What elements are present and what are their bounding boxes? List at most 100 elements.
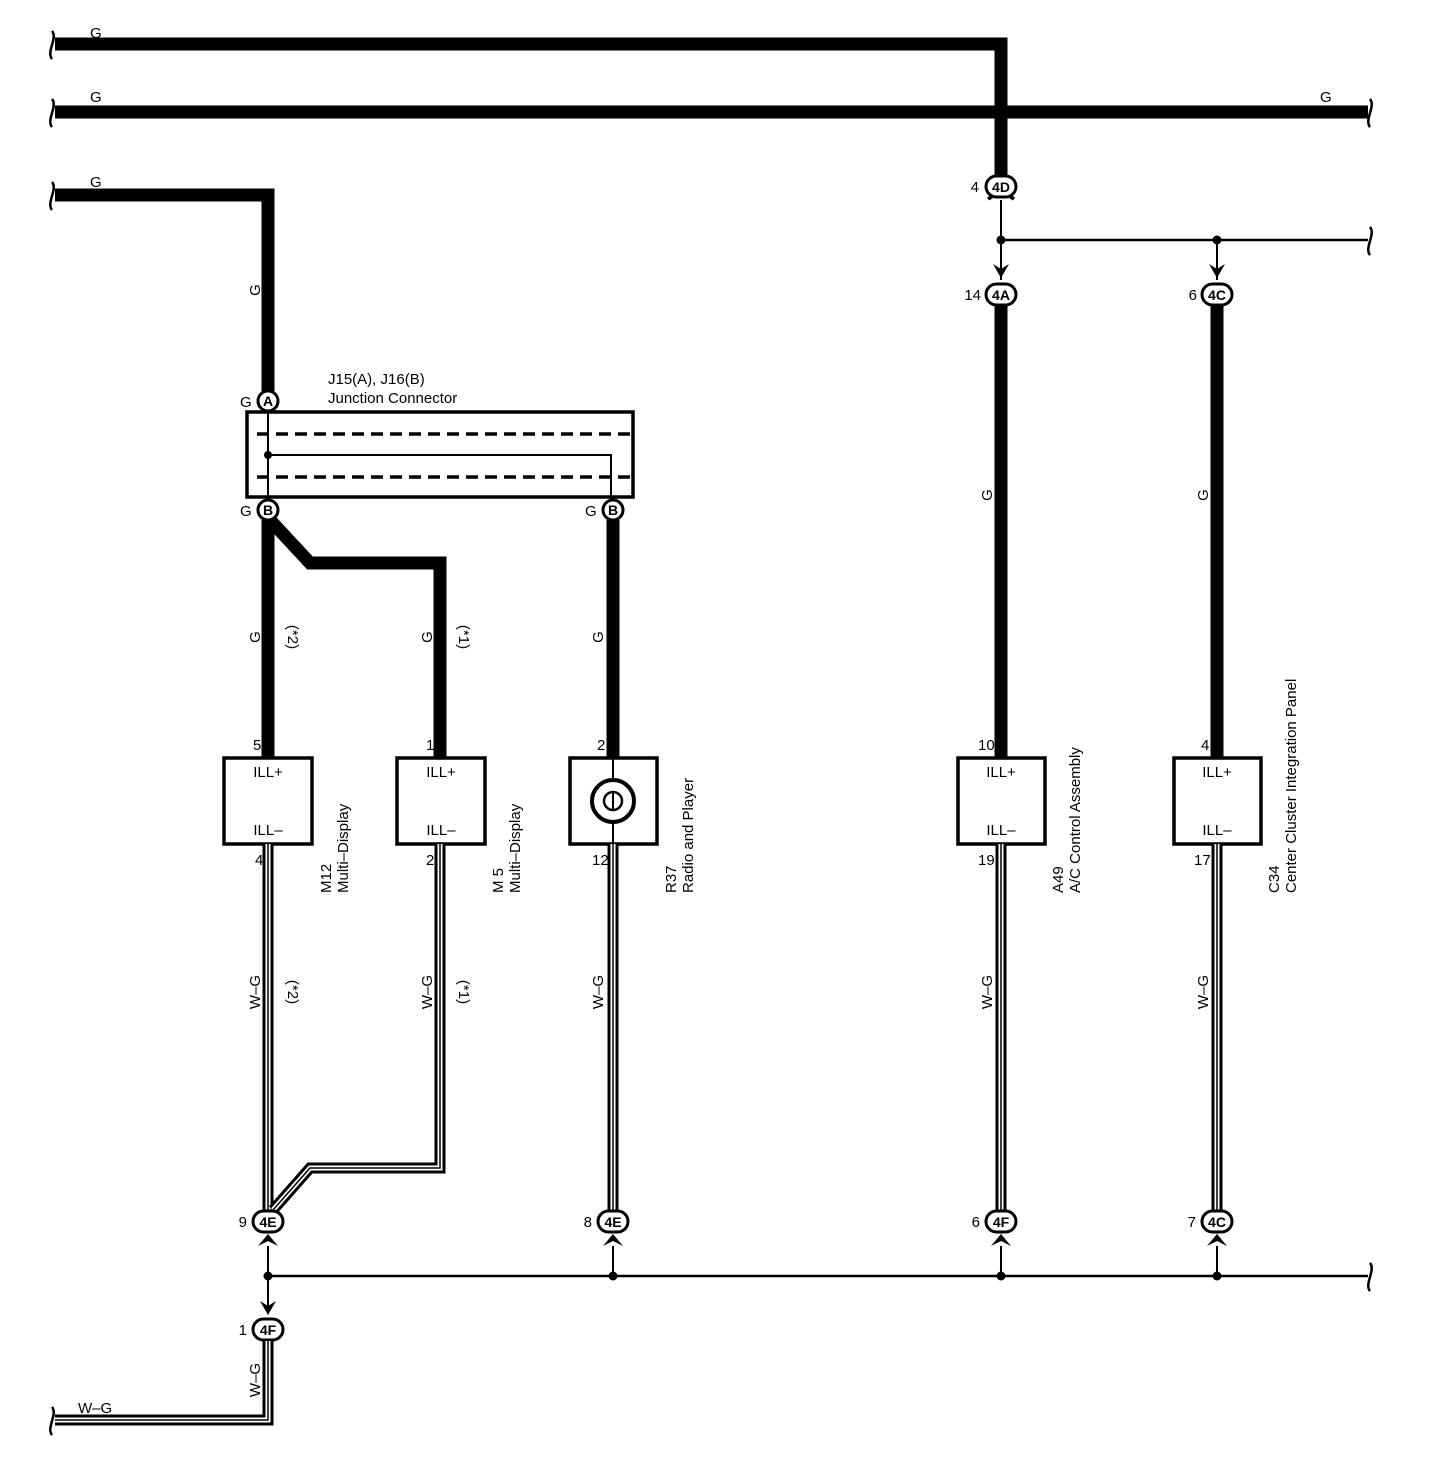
svg-text:2: 2 [597, 737, 605, 754]
svg-text:C34: C34 [1266, 865, 1283, 893]
connector-4f-bottom: 4F 1 [239, 1317, 285, 1342]
svg-text:4A: 4A [992, 287, 1010, 303]
r37-ill-plus-wire: G [590, 520, 620, 758]
connector-4d: 4D 4 [971, 174, 1018, 201]
svg-text:B: B [263, 502, 273, 518]
component-r37: 2 12 R37 Radio and Player [568, 737, 697, 893]
svg-text:4F: 4F [993, 1214, 1010, 1230]
wire-label: W–G [78, 1400, 112, 1417]
wire-label: W–G [419, 975, 436, 1009]
left-g-wire-3: G G [49, 174, 275, 394]
svg-text:4: 4 [255, 852, 263, 869]
svg-text:8: 8 [584, 1214, 592, 1231]
svg-text:ILL–: ILL– [253, 822, 283, 839]
svg-text:17: 17 [1194, 852, 1211, 869]
svg-text:4E: 4E [604, 1214, 621, 1230]
junction-title: J15(A), J16(B) [328, 371, 425, 388]
svg-text:19: 19 [978, 852, 995, 869]
junction-connector: J15(A), J16(B) Junction Connector A G B … [240, 371, 635, 522]
wire-label: G [979, 489, 996, 501]
wire-label: W–G [247, 1363, 264, 1397]
wire-label: W–G [590, 975, 607, 1009]
a49-ill-minus-wire: W–G [979, 844, 1007, 1210]
svg-text:ILL+: ILL+ [986, 764, 1016, 781]
svg-text:Radio and Player: Radio and Player [680, 778, 697, 893]
svg-text:14: 14 [964, 287, 981, 304]
wire-label: G [1320, 89, 1332, 106]
svg-text:ILL–: ILL– [426, 822, 456, 839]
wire-note: (*1) [455, 980, 472, 1004]
wire-label: G [247, 631, 264, 643]
wire-note: (*2) [284, 980, 301, 1004]
svg-text:ILL+: ILL+ [426, 764, 456, 781]
connector-4e-left: 4E 9 [239, 1209, 285, 1246]
component-m5: ILL+ ILL– 1 2 M 5 Multi–Display [395, 737, 524, 893]
component-c34: ILL+ ILL– 4 17 C34 Center Cluster Integr… [1172, 679, 1300, 893]
svg-text:4C: 4C [1208, 287, 1226, 303]
wire-label: G [1195, 489, 1212, 501]
top-g-wire-1: G [49, 25, 1008, 180]
svg-text:4: 4 [1201, 737, 1209, 754]
svg-text:6: 6 [1189, 287, 1197, 304]
connector-4c-bottom: 4C 7 [1188, 1209, 1234, 1246]
wire-label: W–G [979, 975, 996, 1009]
connector-4c-top: 4C 6 [1189, 282, 1234, 307]
wire-label: G [90, 174, 102, 191]
svg-text:4: 4 [971, 179, 979, 196]
svg-text:A: A [263, 393, 273, 409]
svg-text:Center Cluster Integration Pan: Center Cluster Integration Panel [1283, 679, 1300, 893]
svg-text:2: 2 [426, 852, 434, 869]
ground-bus [260, 1246, 1373, 1315]
connector-4e-mid: 4E 8 [584, 1209, 630, 1246]
svg-text:A49: A49 [1050, 866, 1067, 893]
svg-text:5: 5 [253, 737, 261, 754]
wire-note: (*1) [455, 625, 472, 649]
connector-4f-mid: 4F 6 [972, 1209, 1018, 1246]
wire-label: W–G [1195, 975, 1212, 1009]
wire-label: G [590, 631, 607, 643]
junction-pin-a: A G [240, 389, 280, 413]
svg-text:Multi–Display: Multi–Display [335, 803, 352, 893]
m5-ill-minus-wire: W–G (*1) [268, 844, 472, 1214]
junction-pin-b-left: B G [240, 498, 280, 522]
svg-text:M12: M12 [318, 864, 335, 893]
svg-text:ILL+: ILL+ [1202, 764, 1232, 781]
m5-ill-plus-wire: G (*1) [265, 515, 472, 758]
svg-text:ILL–: ILL– [1202, 822, 1232, 839]
component-a49: ILL+ ILL– 10 19 A49 A/C Control Assembly [956, 737, 1084, 893]
svg-text:ILL–: ILL– [986, 822, 1016, 839]
junction-pin-b-right: B G [585, 498, 625, 522]
svg-text:9: 9 [239, 1214, 247, 1231]
upper-splice [993, 200, 1373, 280]
svg-text:Multi–Display: Multi–Display [507, 803, 524, 893]
wire-note: (*2) [284, 625, 301, 649]
r37-ill-minus-wire: W–G [590, 844, 619, 1210]
wire-label: W–G [247, 975, 264, 1009]
svg-text:1: 1 [426, 737, 434, 754]
wire-label: G [240, 503, 252, 520]
junction-subtitle: Junction Connector [328, 390, 457, 407]
svg-text:4F: 4F [260, 1322, 277, 1338]
svg-text:1: 1 [239, 1322, 247, 1339]
svg-text:B: B [608, 502, 618, 518]
ground-output-wire: W–G W–G [49, 1341, 274, 1437]
m12-ill-minus-wire: W–G (*2) [247, 844, 301, 1210]
svg-text:M 5: M 5 [490, 868, 507, 893]
svg-text:4E: 4E [259, 1214, 276, 1230]
svg-text:12: 12 [592, 852, 609, 869]
wire-label: G [90, 89, 102, 106]
wire-label: G [419, 631, 436, 643]
wire-label: G [247, 284, 264, 296]
svg-text:4D: 4D [992, 179, 1010, 195]
svg-text:6: 6 [972, 1214, 980, 1231]
c34-ill-minus-wire: W–G [1195, 844, 1223, 1210]
c34-ill-plus-wire: G [1195, 305, 1224, 758]
wire-label: G [90, 25, 102, 42]
svg-text:7: 7 [1188, 1214, 1196, 1231]
component-m12: ILL+ ILL– 5 4 M12 Multi–Display [222, 737, 352, 893]
svg-text:10: 10 [978, 737, 995, 754]
top-g-wire-2: G G [49, 89, 1373, 129]
svg-text:ILL+: ILL+ [253, 764, 283, 781]
lamp-icon [590, 758, 636, 844]
